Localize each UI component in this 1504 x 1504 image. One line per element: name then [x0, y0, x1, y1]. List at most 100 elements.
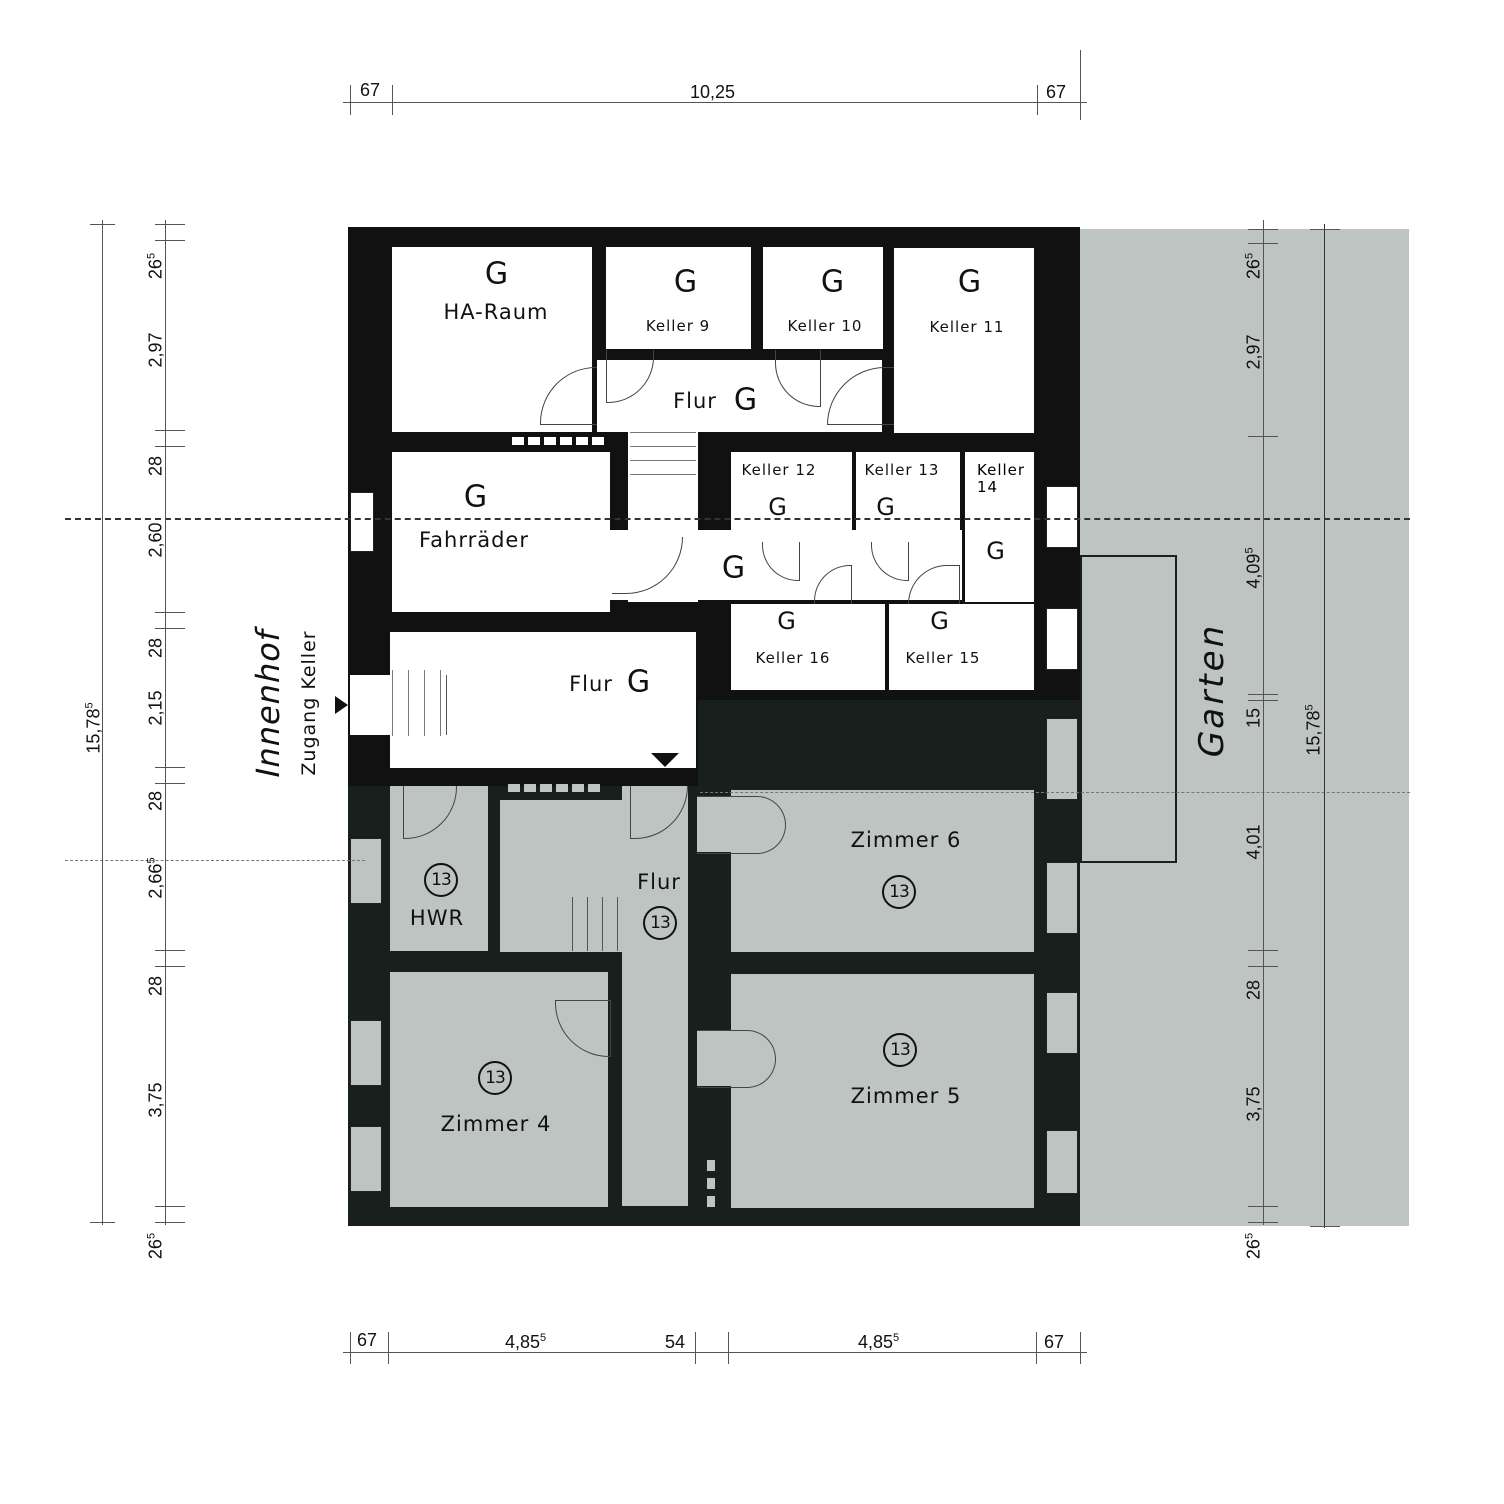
dim-right-2: 4,095: [1243, 547, 1264, 589]
keller-16-label: Keller 16: [755, 649, 831, 667]
flur-top-g: G: [733, 382, 759, 418]
dim-right-total-line: [1324, 224, 1325, 1228]
dim-left-chain-line: [165, 220, 166, 1225]
garden-area: [1080, 229, 1409, 1226]
window-zimmer-4b: [350, 1126, 382, 1192]
keller-16-g: G: [777, 607, 797, 635]
keller-10-g: G: [820, 264, 846, 300]
dim-bottom-2: 54: [665, 1332, 686, 1352]
window-zimmer-5b: [1046, 1130, 1078, 1194]
dim-bottom-1: 4,855: [505, 1332, 547, 1352]
flur-main-g: G: [626, 664, 652, 700]
keller-9-label: Keller 9: [645, 317, 711, 335]
hwr-label: HWR: [409, 906, 465, 930]
door-zimmer-5[interactable]: [697, 1030, 776, 1088]
window-zimmer-4a: [350, 1020, 382, 1086]
down-arrow-icon: [651, 753, 679, 767]
room-zimmer-5[interactable]: [731, 974, 1034, 1208]
flur-main-label: Flur: [569, 672, 613, 696]
dim-left-10: 265: [145, 1232, 166, 1260]
keller-15-g: G: [930, 607, 950, 635]
keller-9-g: G: [673, 264, 699, 300]
chimney-vents-top: [512, 437, 608, 445]
dim-top-1: 10,25: [690, 82, 736, 102]
dim-left-5: 2,15: [145, 690, 166, 726]
room-keller-14[interactable]: [965, 452, 1034, 602]
dim-right-chain-line: [1263, 220, 1264, 1225]
garden-terrace-outline: [1080, 555, 1177, 863]
dim-right-4: 4,01: [1243, 824, 1264, 860]
flur-lower-marker: 13: [643, 906, 677, 940]
zimmer-6-label: Zimmer 6: [850, 828, 962, 852]
dim-left-total: 15,785: [83, 702, 104, 754]
keller-11-label: Keller 11: [929, 318, 1005, 336]
dim-right-5: 28: [1243, 979, 1264, 1001]
keller-15-label: Keller 15: [905, 649, 981, 667]
keller-13-label: Keller 13: [864, 461, 940, 479]
room-keller-11[interactable]: [894, 248, 1034, 433]
window-fahrraeder: [350, 492, 374, 552]
hwr-marker: 13: [424, 863, 458, 897]
keller-12-g: G: [768, 493, 788, 521]
axis-line-2: [65, 860, 365, 861]
dim-top-0: 67: [360, 80, 381, 100]
dim-left-0: 265: [145, 252, 166, 280]
keller-14-g: G: [986, 537, 1006, 565]
dim-right-3: 15: [1243, 707, 1264, 729]
zimmer-5-marker: 13: [883, 1033, 917, 1067]
zimmer-5-label: Zimmer 5: [850, 1084, 962, 1108]
garten-label: Garten: [1192, 618, 1232, 762]
dim-right-6: 3,75: [1243, 1086, 1264, 1122]
window-hwr: [350, 838, 382, 904]
door-zimmer-6[interactable]: [697, 796, 786, 854]
dim-left-8: 28: [145, 975, 166, 997]
room-keller-16[interactable]: [731, 604, 885, 690]
dim-top-line: [343, 102, 1087, 103]
room-keller-9[interactable]: [606, 247, 751, 349]
entry-arrow-icon: [335, 696, 348, 714]
stair-lower-treads: [572, 897, 622, 951]
dim-left-6: 28: [145, 790, 166, 812]
dim-left-total-line: [102, 220, 103, 1225]
zimmer-6-marker: 13: [882, 875, 916, 909]
flur-lower-label: Flur: [637, 870, 681, 894]
room-fahrraeder[interactable]: [392, 452, 610, 612]
corridor-mid-g: G: [721, 550, 747, 586]
dim-left-1: 2,97: [145, 332, 166, 368]
room-flur-lower[interactable]: [622, 786, 688, 1206]
keller-12-label: Keller 12: [741, 461, 817, 479]
zugang-keller-label: Zugang Keller: [298, 630, 320, 776]
flur-top-label: Flur: [673, 389, 717, 413]
room-keller-15[interactable]: [889, 604, 1034, 690]
window-keller-14: [1046, 486, 1078, 548]
stair-top-treads: [630, 432, 696, 488]
dim-left-9: 3,75: [145, 1082, 166, 1118]
axis-line-3: [700, 792, 1410, 793]
dim-right-1: 2,97: [1243, 334, 1264, 370]
dim-left-7: 2,665: [145, 857, 166, 899]
dim-bottom-4: 67: [1044, 1332, 1065, 1352]
keller-10-label: Keller 10: [787, 317, 863, 335]
dim-left-4: 28: [145, 637, 166, 659]
fahrraeder-g: G: [463, 479, 489, 515]
ha-raum-label: HA-Raum: [443, 300, 549, 324]
room-keller-12[interactable]: [731, 452, 852, 542]
window-zimmer-6b: [1046, 862, 1078, 934]
room-keller-10[interactable]: [763, 247, 883, 349]
keller-11-g: G: [957, 264, 983, 300]
window-keller-15: [1046, 608, 1078, 670]
dim-right-7: 265: [1243, 1232, 1264, 1260]
window-zimmer-5a: [1046, 992, 1078, 1054]
keller-13-g: G: [876, 493, 896, 521]
innenhof-label: Innenhof: [249, 624, 287, 782]
dim-bottom-0: 67: [357, 1330, 378, 1350]
dim-bottom-line: [343, 1352, 1087, 1353]
dim-left-3: 2,60: [145, 522, 166, 558]
window-zimmer-6a: [1046, 718, 1078, 800]
ha-raum-g: G: [484, 256, 510, 292]
dim-left-2: 28: [145, 455, 166, 477]
zimmer-4-label: Zimmer 4: [440, 1112, 552, 1136]
fahrraeder-label: Fahrräder: [419, 528, 529, 552]
dim-top-2: 67: [1046, 82, 1067, 102]
room-keller-13[interactable]: [856, 452, 960, 542]
